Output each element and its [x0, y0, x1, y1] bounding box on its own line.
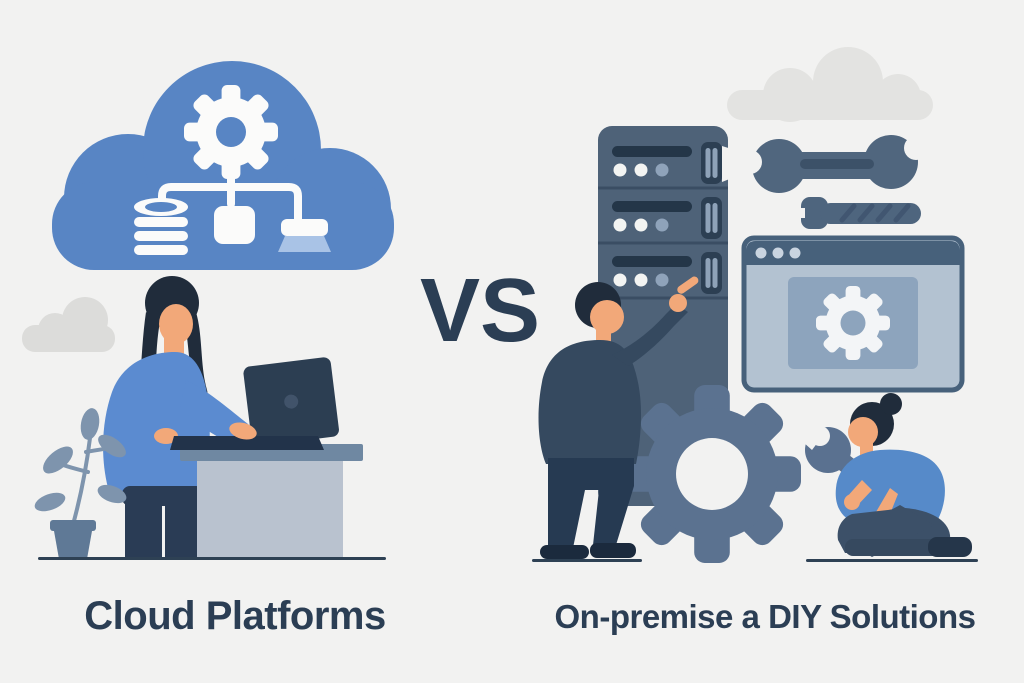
laptop-icon	[170, 357, 339, 450]
face	[848, 417, 878, 447]
background-cloud-icon	[22, 297, 115, 352]
network-node-icon	[214, 206, 255, 244]
desk	[180, 444, 363, 559]
background-cloud-icon	[727, 47, 933, 122]
torso	[835, 449, 945, 523]
wrench-icon	[722, 120, 942, 193]
browser-gear-icon	[816, 286, 890, 360]
torso	[538, 340, 642, 464]
hair-bun	[880, 393, 902, 415]
large-gear-icon	[623, 385, 801, 563]
face	[590, 300, 624, 334]
right-caption: On-premise a DIY Solutions	[554, 598, 976, 635]
network-lines	[158, 164, 302, 224]
hand	[154, 428, 178, 444]
hand	[229, 422, 257, 440]
potted-plant-icon	[34, 408, 127, 559]
server-unit	[612, 142, 722, 184]
versus-label: VS	[419, 261, 541, 361]
face	[159, 304, 193, 344]
cloud-icon	[52, 61, 394, 270]
window-dots	[755, 247, 801, 259]
woman-with-wrench-figure	[794, 393, 972, 557]
gear-icon	[184, 85, 278, 179]
screw-icon	[797, 197, 921, 229]
arm	[612, 304, 688, 366]
ground-line	[38, 557, 386, 560]
broom-icon	[278, 219, 331, 252]
ground-line	[532, 559, 642, 562]
left-caption: Cloud Platforms	[84, 594, 386, 638]
server-unit	[612, 197, 722, 239]
torso	[103, 352, 210, 502]
pointing-finger	[677, 276, 699, 294]
browser-window-icon	[741, 235, 965, 393]
server-unit	[612, 252, 722, 294]
ground-line	[806, 559, 978, 562]
database-icon	[134, 198, 188, 255]
hand	[844, 494, 860, 510]
hand	[669, 294, 687, 312]
man-pointing-figure	[538, 276, 699, 559]
